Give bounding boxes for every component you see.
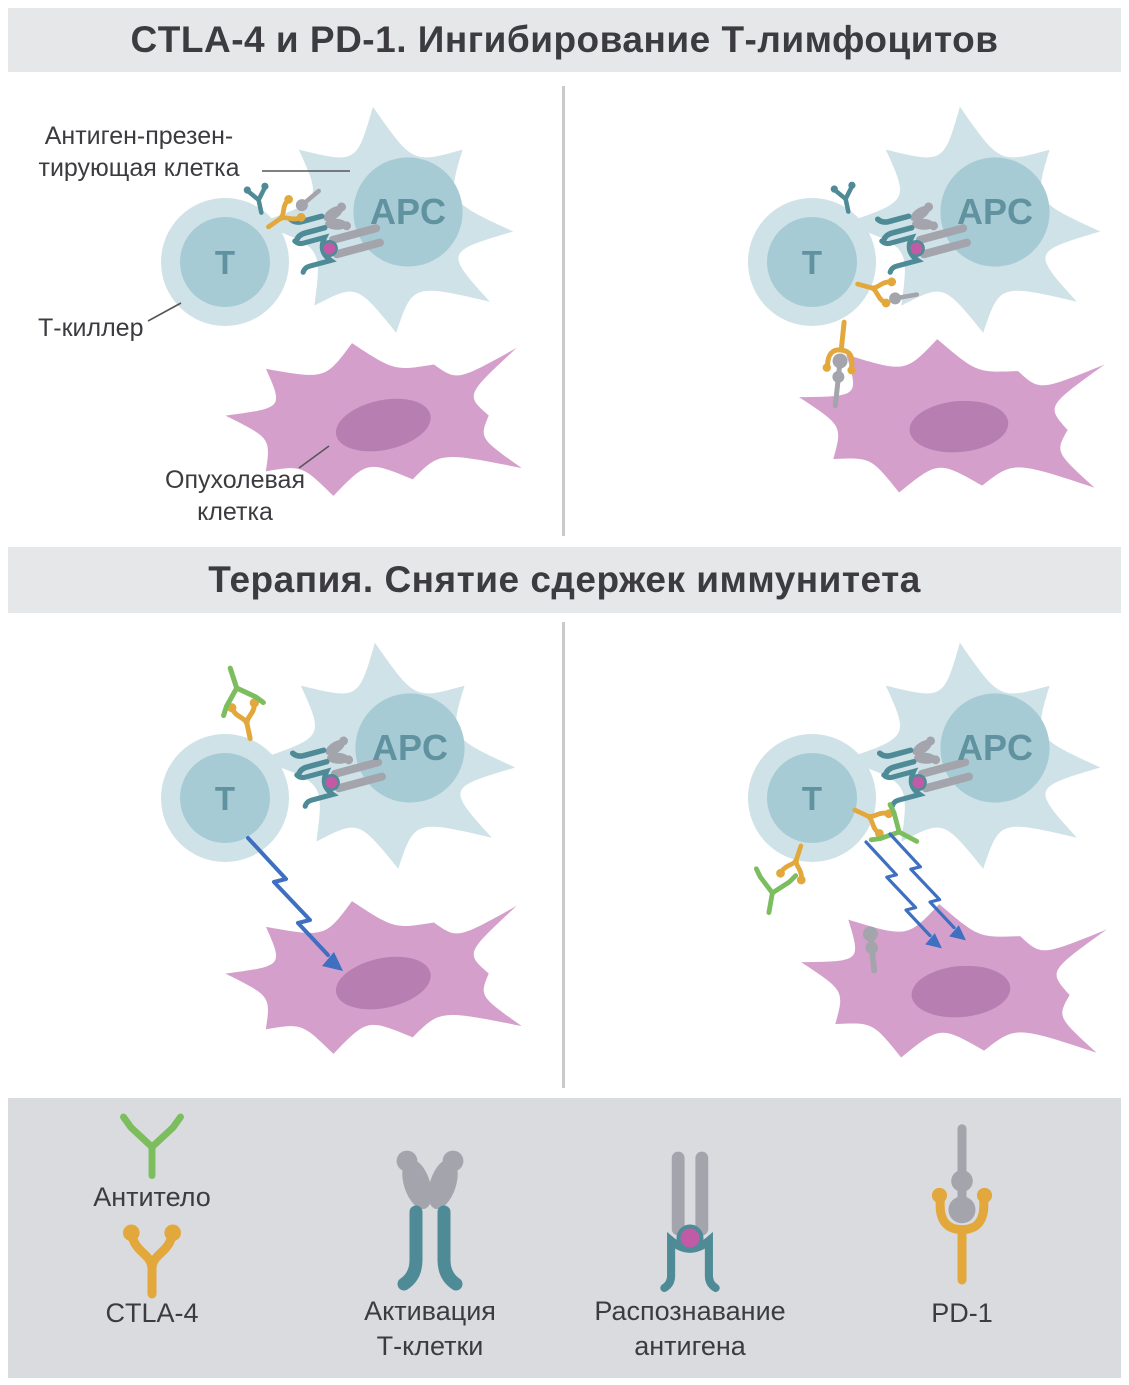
t-cell-abbr: T xyxy=(802,244,822,281)
apc-cell-abbr: APC xyxy=(957,191,1033,232)
t-killer-label: Т-киллер xyxy=(38,312,168,344)
section-title-inhibition: CTLA-4 и PD-1. Ингибирование Т-лимфоцито… xyxy=(8,8,1121,72)
tumor-cell xyxy=(796,897,1108,1068)
t-cell-abbr: T xyxy=(215,780,235,817)
panel-divider-bottom xyxy=(562,622,565,1088)
antibody-icon xyxy=(749,869,795,916)
legend-antibody-icon xyxy=(124,1117,181,1176)
apc-cell-abbr: APC xyxy=(370,191,446,232)
legend-pd1-icon xyxy=(932,1129,992,1280)
legend-panel xyxy=(8,1098,1121,1378)
tumor-cell xyxy=(220,889,527,1062)
legend-activation-line2: Т-клетки xyxy=(376,1331,484,1361)
legend-recognition-icon xyxy=(664,1152,715,1288)
t-cell-abbr: T xyxy=(215,244,235,281)
panel-divider-top xyxy=(562,86,565,536)
apc-cell-abbr: APC xyxy=(957,727,1033,768)
tumor-leader-line xyxy=(298,445,330,469)
tumor-cell-label: Опухолевая клетка xyxy=(146,464,324,528)
apc-cell-label-line2: тирующая клетка xyxy=(38,154,240,182)
t-cell-abbr: T xyxy=(802,780,822,817)
legend-pd1-label: PD-1 xyxy=(902,1296,1022,1331)
tumor-label-line1: Опухолевая xyxy=(165,466,305,494)
legend-ctla4-text: CTLA-4 xyxy=(105,1298,199,1328)
legend-pd1-text: PD-1 xyxy=(931,1298,993,1328)
apc-cell-label: Антиген-презен- тирующая клетка xyxy=(14,120,264,184)
legend-antibody-text: Антитело xyxy=(93,1182,211,1212)
legend-activation-label: Активация Т-клетки xyxy=(330,1294,530,1364)
t-killer-leader-line xyxy=(147,302,182,322)
legend-antibody-label: Антитело xyxy=(62,1180,242,1215)
legend-ctla4-label: CTLA-4 xyxy=(62,1296,242,1331)
leader-lines xyxy=(147,170,350,469)
apc-cell-abbr: APC xyxy=(372,727,448,768)
section-title-therapy: Терапия. Снятие сдержек иммунитета xyxy=(8,547,1121,613)
legend-ctla4-icon xyxy=(123,1225,181,1294)
legend-recognition-line2: антигена xyxy=(634,1331,746,1361)
legend-activation-icon xyxy=(397,1151,464,1284)
tumor-label-line2: клетка xyxy=(197,498,273,526)
apc-cell-label-line1: Антиген-презен- xyxy=(44,122,234,150)
legend-recognition-line1: Распознавание xyxy=(594,1296,786,1326)
t-killer-label-text: Т-киллер xyxy=(38,314,144,342)
legend-recognition-label: Распознавание антигена xyxy=(562,1294,818,1364)
legend-activation-line1: Активация xyxy=(364,1296,496,1326)
